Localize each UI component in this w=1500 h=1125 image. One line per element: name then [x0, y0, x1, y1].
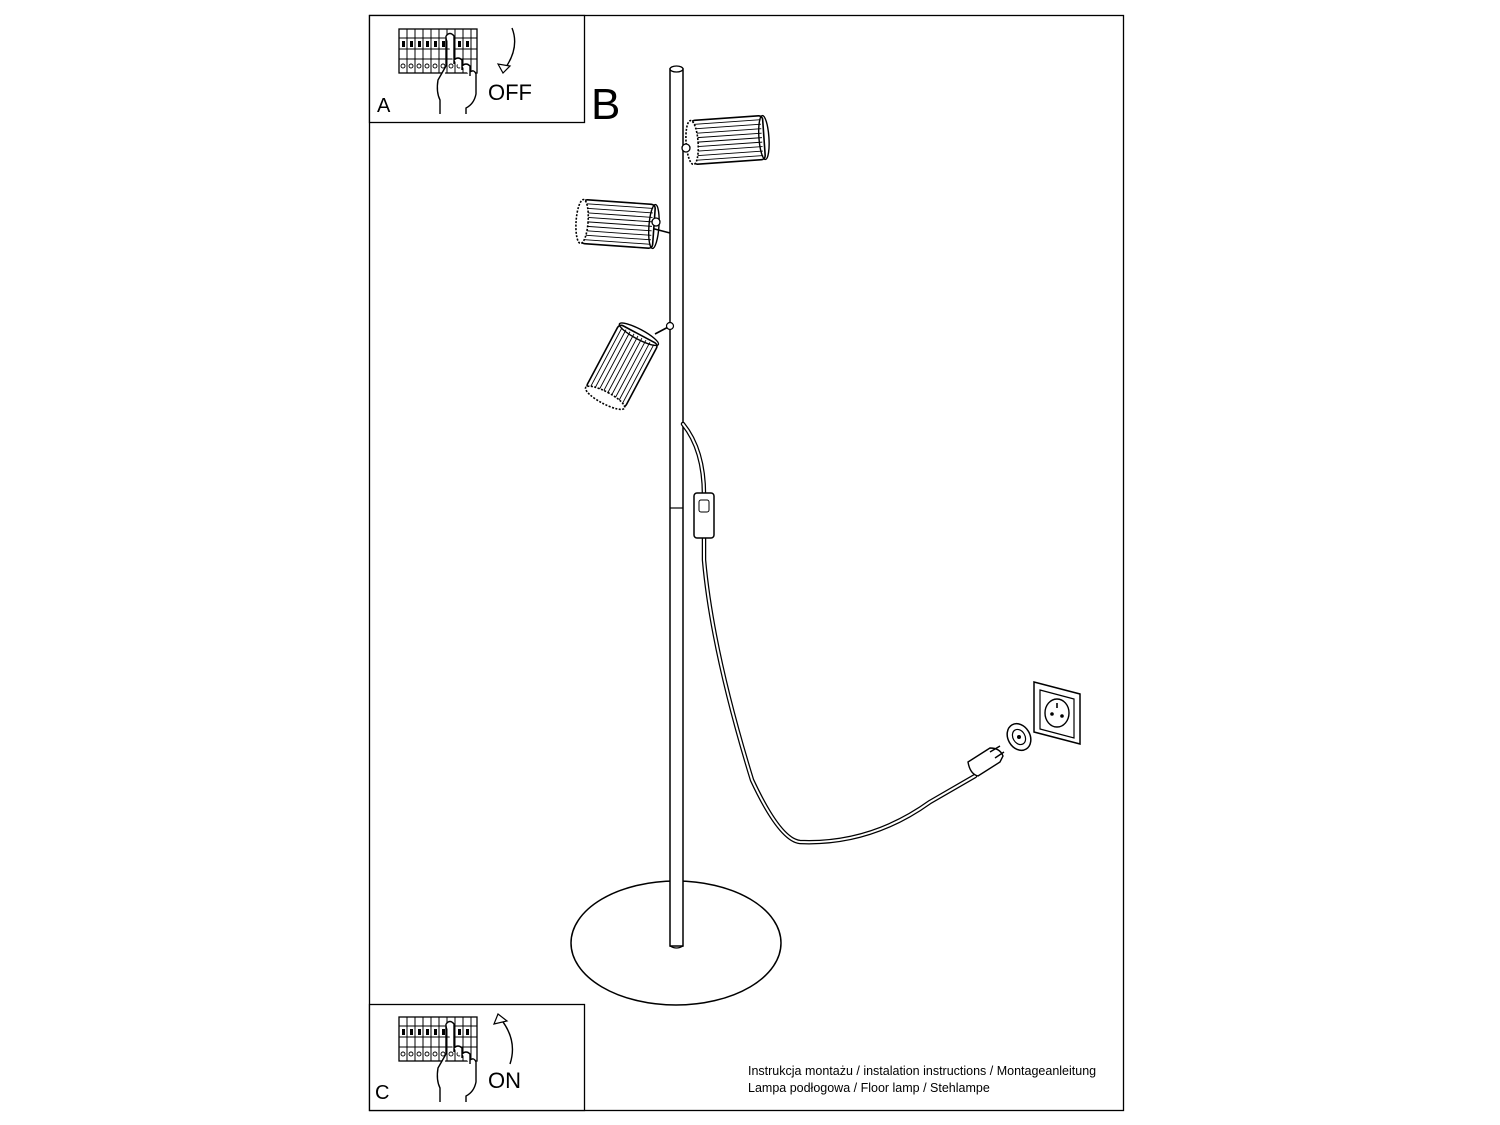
spotlight-lower: [582, 318, 675, 415]
spotlight-middle: [573, 198, 671, 250]
wall-socket: [1033, 681, 1081, 745]
lamp-pole: [669, 65, 684, 949]
floor-lamp-illustration: [570, 65, 1081, 1006]
footer-line-2: Lampa podłogowa / Floor lamp / Stehlampe: [748, 1081, 990, 1095]
panel-a-letter: A: [377, 95, 391, 117]
on-label: ON: [488, 1068, 521, 1093]
power-cable: [680, 421, 978, 845]
panel-b-letter: B: [591, 80, 620, 129]
footer-line-1: Instrukcja montażu / instalation instruc…: [748, 1064, 1096, 1078]
off-label: OFF: [488, 80, 532, 105]
panel-a-power-off: A OFF: [368, 14, 586, 124]
panel-c-power-on: C ON: [368, 1003, 586, 1112]
sheet-border: [368, 14, 1125, 1112]
cord-switch: [693, 492, 715, 539]
socket-adapter: [1006, 722, 1032, 752]
panel-c-letter: C: [375, 1082, 389, 1104]
spotlight-top: [681, 114, 772, 166]
power-plug: [967, 745, 1005, 777]
